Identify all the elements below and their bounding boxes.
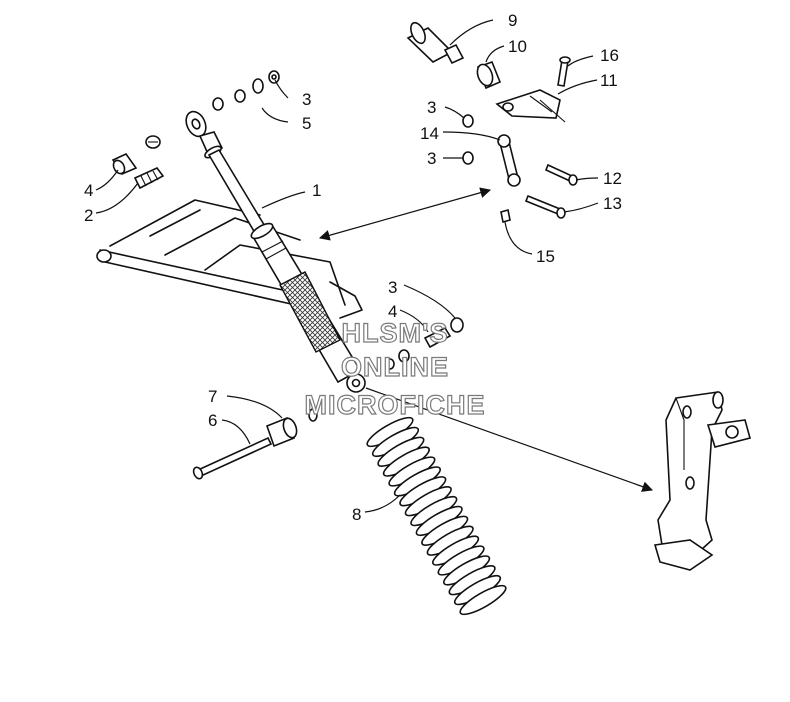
callout-4-lower: 4 <box>388 302 397 321</box>
lower-shock-hardware <box>385 317 464 370</box>
relationship-arrows <box>318 187 654 492</box>
callout-8: 8 <box>352 505 361 524</box>
callout-4-upper: 4 <box>84 181 93 200</box>
watermark-line-3: MICROFICHE <box>305 390 486 420</box>
spindle <box>653 391 751 571</box>
callout-3-upper: 3 <box>302 90 311 109</box>
callout-13: 13 <box>603 194 622 213</box>
upper-left-hardware <box>111 135 165 190</box>
callout-12: 12 <box>603 169 622 188</box>
upper-washers <box>212 70 280 111</box>
linkage-assembly <box>406 21 578 224</box>
callout-3-linkage-bottom: 3 <box>427 149 436 168</box>
callout-10: 10 <box>508 37 527 56</box>
callout-6: 6 <box>208 411 217 430</box>
leader-lines <box>95 19 599 513</box>
callout-15: 15 <box>536 247 555 266</box>
watermark-line-1: HLSM'S <box>342 318 449 348</box>
callout-3-lower: 3 <box>388 278 397 297</box>
callout-14: 14 <box>420 124 439 143</box>
callout-16: 16 <box>600 46 619 65</box>
callout-7: 7 <box>208 387 217 406</box>
callouts: 1 2 3 3 3 3 4 4 5 6 7 8 9 10 11 12 13 14… <box>84 11 622 524</box>
callout-9: 9 <box>508 11 517 30</box>
callout-3-linkage-top: 3 <box>427 98 436 117</box>
callout-5: 5 <box>302 114 311 133</box>
watermark: HLSM'S ONLINE MICROFICHE <box>304 317 486 420</box>
callout-2: 2 <box>84 206 93 225</box>
watermark-line-2: ONLINE <box>341 352 449 382</box>
coil-spring <box>366 416 507 616</box>
a-arm <box>96 199 363 319</box>
callout-11: 11 <box>600 71 618 90</box>
spring-coil <box>459 584 507 616</box>
bolt-and-spacer <box>192 408 318 480</box>
shock-absorber <box>185 110 366 393</box>
callout-1: 1 <box>312 181 321 200</box>
